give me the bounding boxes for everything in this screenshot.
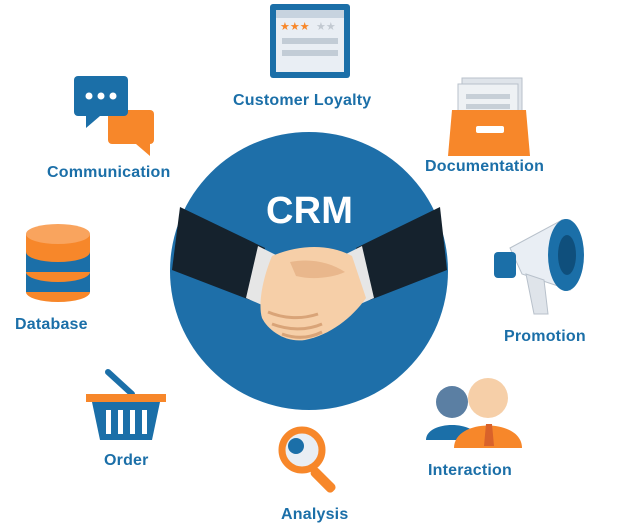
label-analysis: Analysis <box>281 506 349 523</box>
svg-text:★★★: ★★★ <box>280 20 310 33</box>
label-promotion: Promotion <box>504 328 586 345</box>
label-documentation: Documentation <box>425 158 545 175</box>
svg-text:★★: ★★ <box>316 20 336 33</box>
label-communication: Communication <box>47 164 171 181</box>
label-interaction: Interaction <box>428 462 512 479</box>
label-order: Order <box>104 452 149 469</box>
crm-title: CRM <box>266 190 354 232</box>
label-database: Database <box>15 316 88 333</box>
label-customer-loyalty: Customer Loyalty <box>233 92 372 109</box>
handshake-icon <box>172 207 447 341</box>
